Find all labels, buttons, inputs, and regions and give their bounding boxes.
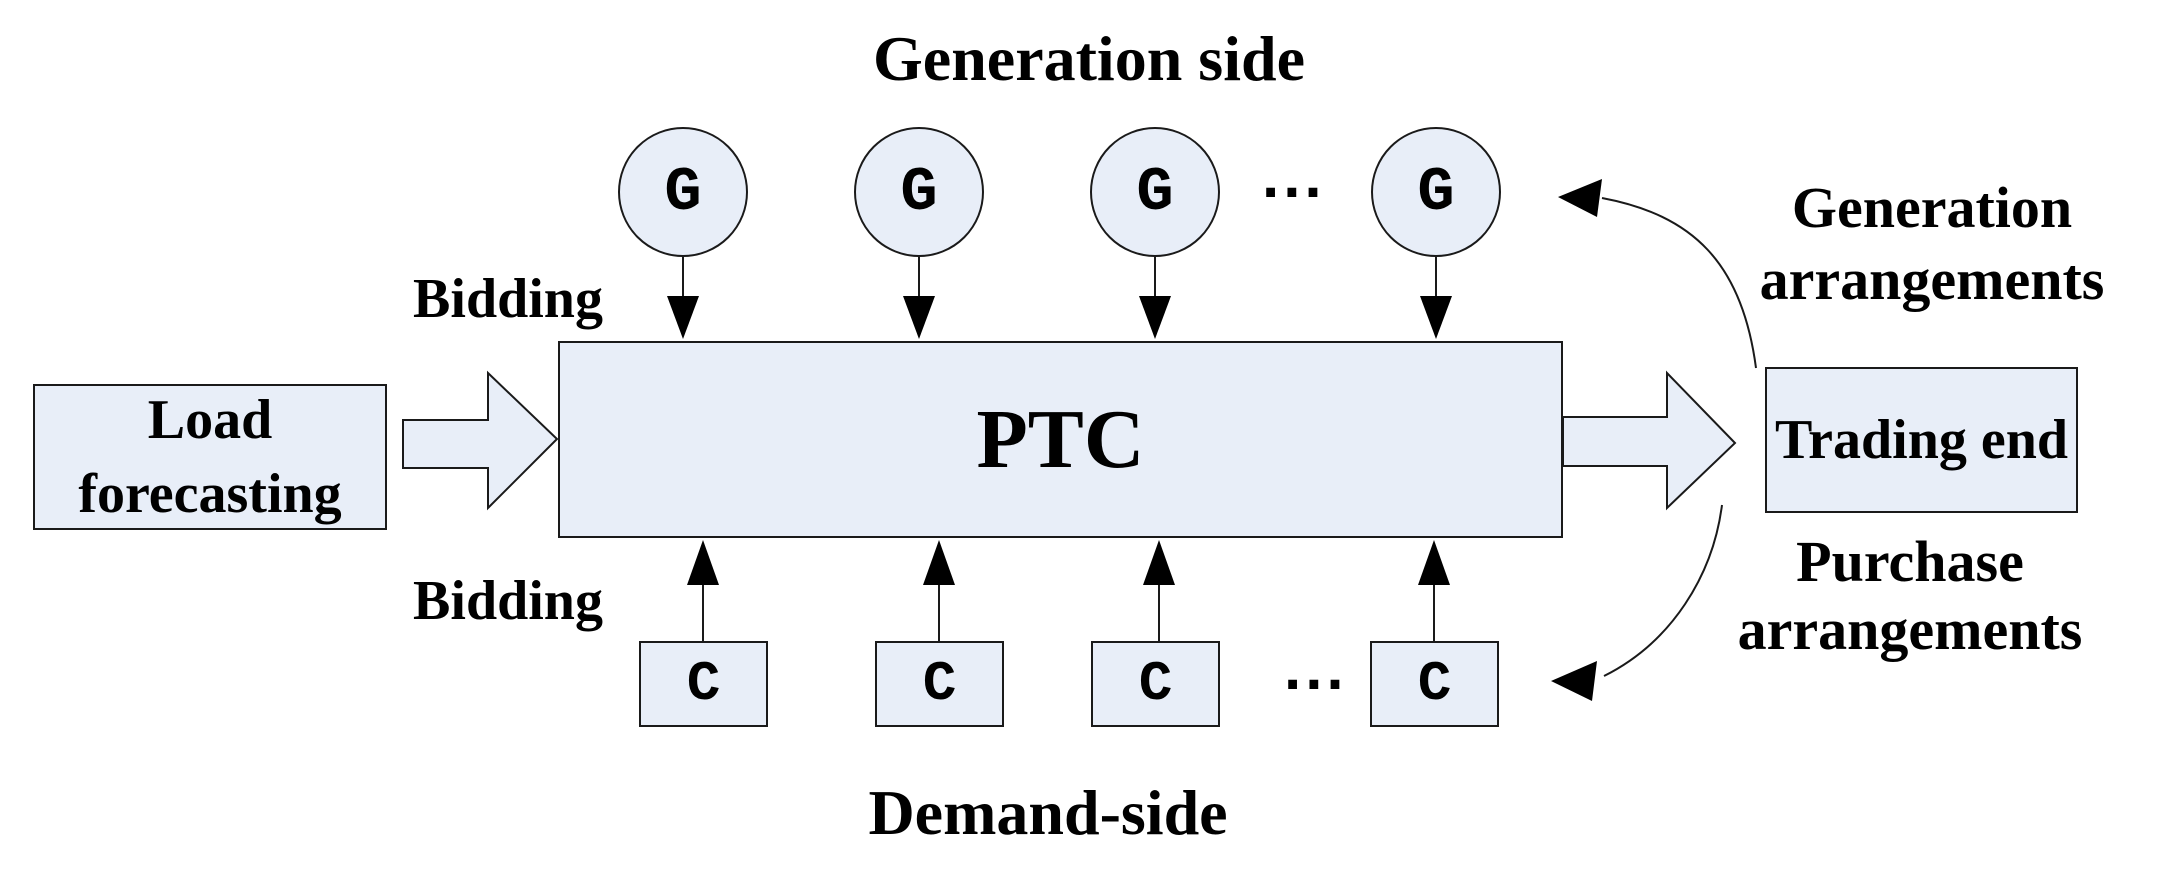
consumer-node-3: C (1091, 641, 1220, 727)
down-arrowhead-icon (667, 296, 699, 339)
generator-node-label: G (900, 156, 938, 228)
up-arrowhead-icon (1418, 540, 1450, 585)
bidding-label-bottom: Bidding (413, 570, 603, 632)
generation-side-title: Generation side (873, 23, 1305, 94)
consumer-ellipsis-icon: ... (1274, 637, 1354, 708)
right-block-arrow (1562, 370, 1737, 511)
generation-arrangements-arrowhead-icon (1558, 179, 1602, 217)
generator-node-4: G (1371, 127, 1501, 257)
up-arrowhead-icon (923, 540, 955, 585)
generator-node-2: G (854, 127, 984, 257)
generation-arrangements-label: Generation arrangements (1759, 175, 2105, 312)
generator-node-3: G (1090, 127, 1220, 257)
consumer-node-1: C (639, 641, 768, 727)
consumer-node-label: C (1138, 652, 1173, 716)
left-block-arrow (402, 370, 559, 511)
bidding-label-top: Bidding (413, 268, 603, 330)
consumer-node-label: C (922, 652, 957, 716)
consumer-node-label: C (686, 652, 721, 716)
consumer-node-label: C (1417, 652, 1452, 716)
trading-end-box: Trading end (1765, 367, 2078, 513)
load-forecasting-label: Load forecasting (78, 389, 342, 525)
generator-node-label: G (664, 156, 702, 228)
consumer-connectors (687, 540, 1450, 641)
generator-node-label: G (1136, 156, 1174, 228)
up-arrowhead-icon (687, 540, 719, 585)
purchase-arrangements-label: Purchase arrangements (1737, 529, 2083, 662)
generator-node-1: G (618, 127, 748, 257)
ptc-label: PTC (976, 393, 1145, 486)
up-arrowhead-icon (1143, 540, 1175, 585)
load-forecasting-box: Load forecasting (33, 384, 387, 530)
generator-ellipsis-icon: ... (1252, 145, 1332, 216)
purchase-arrangements-arrowhead-icon (1551, 661, 1597, 701)
generation-arrangements-curve (1601, 197, 1757, 369)
ptc-box: PTC (558, 341, 1563, 538)
purchase-arrangements-curve (1603, 504, 1723, 677)
consumer-node-2: C (875, 641, 1004, 727)
down-arrowhead-icon (1420, 296, 1452, 339)
generator-node-label: G (1417, 156, 1455, 228)
generator-connectors (667, 257, 1452, 339)
down-arrowhead-icon (1139, 296, 1171, 339)
trading-end-label: Trading end (1774, 409, 2069, 471)
down-arrowhead-icon (903, 296, 935, 339)
demand-side-title: Demand-side (868, 777, 1228, 848)
consumer-node-4: C (1370, 641, 1499, 727)
